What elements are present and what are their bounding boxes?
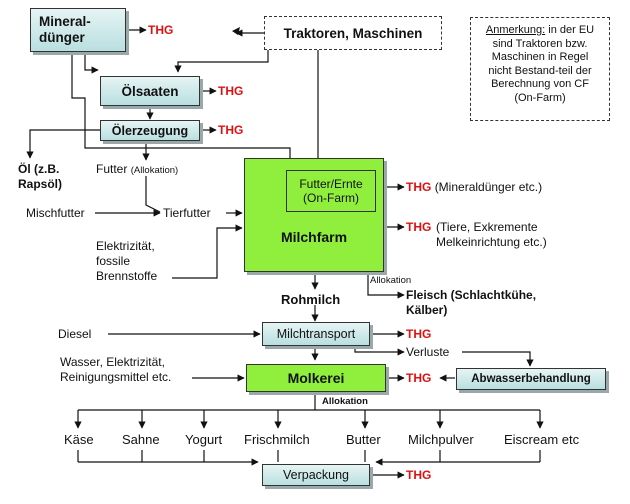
box-milchfarm-label: Milchfarm xyxy=(280,229,348,245)
box-oelerzeugung-label: Ölerzeugung xyxy=(111,123,189,138)
thg-milchfarm-tiere-tag: THG xyxy=(406,220,432,234)
box-traktoren-maschinen: Traktoren, Maschinen xyxy=(264,16,442,50)
box-molkerei-label: Molkerei xyxy=(287,370,345,386)
box-futter-ernte: Futter/Ernte (On-Farm) xyxy=(286,170,376,212)
product-yogurt: Yogurt xyxy=(185,432,223,447)
thg-mineralduenger: THG xyxy=(148,23,174,37)
label-fleisch: Fleisch (Schlachtkühe, Kälber) xyxy=(406,288,537,317)
thg-molkerei: THG xyxy=(406,371,432,385)
label-allokation-milchfarm: Allokation xyxy=(370,275,412,286)
label-wasser: Wasser, Elektrizität, Reinigungsmittel e… xyxy=(60,355,172,384)
thg-oelsaaten: THG xyxy=(218,84,244,98)
box-milchtransport-label: Milchtransport xyxy=(276,327,356,341)
thg-oelerzeugung: THG xyxy=(218,123,244,137)
label-mischfutter: Mischfutter xyxy=(26,206,85,220)
thg-milchfarm-mineral-text: (Mineraldünger etc.) xyxy=(434,180,543,194)
box-verpackung: Verpackung xyxy=(262,464,370,486)
note-anmerkung: Anmerkung: in der EU sind Traktoren bzw.… xyxy=(470,17,610,121)
label-futter: Futter (Allokation) xyxy=(96,162,178,178)
label-futter-text: Futter xyxy=(96,162,128,176)
box-traktoren-label: Traktoren, Maschinen xyxy=(283,25,423,41)
note-text: in der EU sind Traktoren bzw. Maschinen … xyxy=(488,24,595,104)
product-sahne: Sahne xyxy=(122,432,160,447)
label-elektrizitaet: Elektrizität, fossile Brennstoffe xyxy=(96,239,158,283)
box-abwasserbehandlung: Abwasserbehandlung xyxy=(456,368,606,390)
product-milchpulver: Milchpulver xyxy=(408,432,474,447)
thg-milchtransport: THG xyxy=(406,327,432,341)
box-futter-ernte-label: Futter/Ernte (On-Farm) xyxy=(299,177,363,205)
product-kaese: Käse xyxy=(64,432,94,447)
product-butter: Butter xyxy=(346,432,381,447)
thg-milchfarm-tiere-text: (Tiere, Exkremente Melkeinrichtung etc.) xyxy=(436,220,547,249)
box-abwasser-label: Abwasserbehandlung xyxy=(471,373,591,385)
thg-verpackung: THG xyxy=(406,468,432,482)
product-frischmilch: Frischmilch xyxy=(244,432,310,447)
box-molkerei: Molkerei xyxy=(246,364,386,392)
note-title: Anmerkung: xyxy=(485,24,546,36)
label-rohmilch: Rohmilch xyxy=(281,292,341,307)
label-allokation-molkerei: Allokation xyxy=(322,396,368,407)
label-diesel: Diesel xyxy=(58,327,92,341)
label-oel-rapsoel: Öl (z.B. Rapsöl) xyxy=(18,162,63,191)
product-eiscream: Eiscream etc xyxy=(504,432,580,447)
box-oelerzeugung: Ölerzeugung xyxy=(100,120,200,141)
box-mineralduenger-label: Mineral- dünger xyxy=(39,14,91,45)
box-verpackung-label: Verpackung xyxy=(282,468,350,482)
box-oelsaaten-label: Ölsaaten xyxy=(121,83,179,99)
box-oelsaaten: Ölsaaten xyxy=(100,76,200,106)
label-tierfutter: Tierfutter xyxy=(163,206,211,220)
stray-arrowhead xyxy=(232,27,240,35)
thg-milchfarm-mineral: THG (Mineraldünger etc.) xyxy=(406,180,542,195)
label-futter-allokation: (Allokation) xyxy=(130,165,179,176)
box-mineralduenger: Mineral- dünger xyxy=(30,8,126,52)
thg-milchfarm-mineral-tag: THG xyxy=(406,180,432,194)
label-verluste: Verluste xyxy=(406,345,450,359)
box-milchtransport: Milchtransport xyxy=(262,322,370,346)
